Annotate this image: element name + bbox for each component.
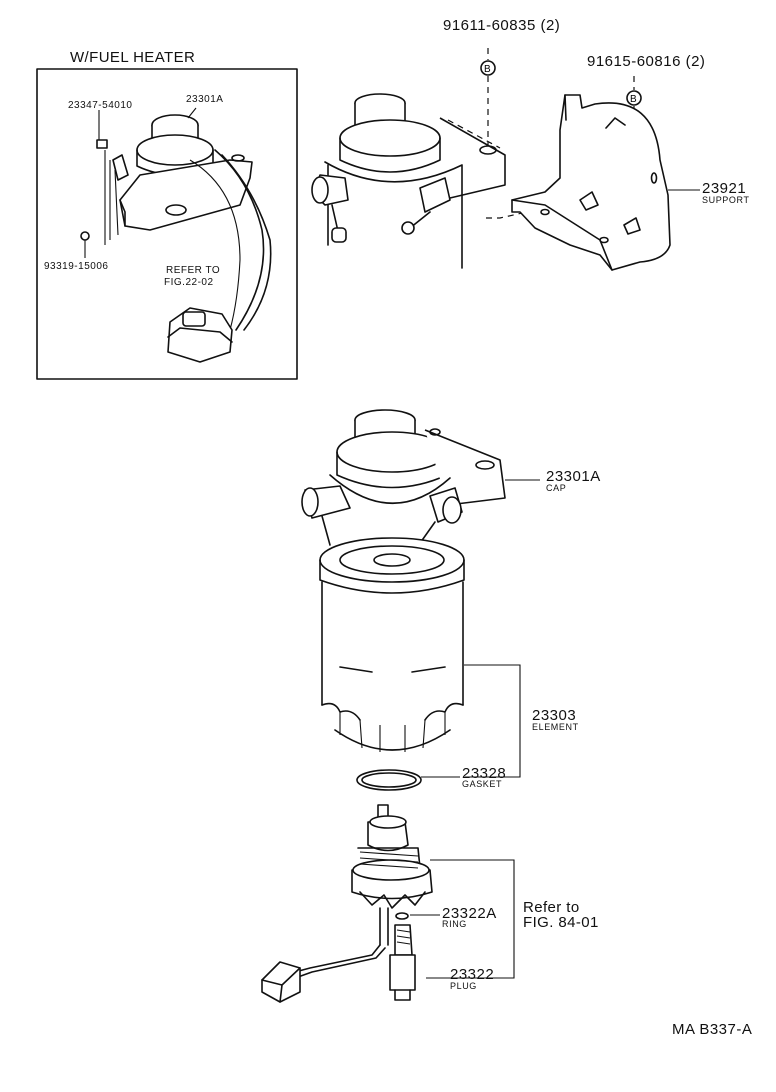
part-number-ring: 23322A (442, 905, 497, 922)
inset-fuel-heater (36, 68, 298, 380)
filter-element (319, 537, 521, 778)
part-name-cap: CAP (546, 483, 567, 493)
part-name-gasket: GASKET (462, 779, 503, 789)
part-number-cap: 23301A (546, 468, 601, 485)
support-bracket (511, 94, 700, 271)
refer-main-line2: FIG. 84-01 (523, 914, 599, 931)
part-number-inset-cap: 23301A (186, 94, 224, 105)
footer-code: MA B337-A (672, 1021, 753, 1038)
svg-text:B: B (484, 64, 491, 75)
svg-text:B: B (630, 94, 637, 105)
part-number-element: 23303 (532, 707, 577, 724)
part-name-ring: RING (442, 919, 467, 929)
part-number-support: 23921 (702, 180, 747, 197)
part-number-screw: 93319-15006 (44, 261, 109, 272)
part-name-plug: PLUG (450, 981, 477, 991)
inset-refer-line1: REFER TO (166, 265, 221, 276)
inset-title: W/FUEL HEATER (70, 49, 196, 66)
part-number-gasket: 23328 (462, 765, 507, 782)
cap-assembly (301, 409, 540, 547)
part-name-support: SUPPORT (702, 195, 750, 205)
gasket (356, 769, 460, 791)
upper-filter-assembly (311, 93, 506, 269)
inset-refer-line2: FIG.22-02 (164, 277, 214, 288)
part-number-sensor-switch: 23347-54010 (68, 100, 133, 111)
part-number-bolt-2: 91615-60816 (2) (587, 53, 706, 70)
part-number-plug: 23322 (450, 966, 495, 983)
refer-main-line1: Refer to (523, 899, 580, 916)
part-number-bolt-1: 91611-60835 (2) (443, 17, 561, 34)
part-name-element: ELEMENT (532, 722, 579, 732)
drain-plug-assembly (261, 804, 515, 1003)
